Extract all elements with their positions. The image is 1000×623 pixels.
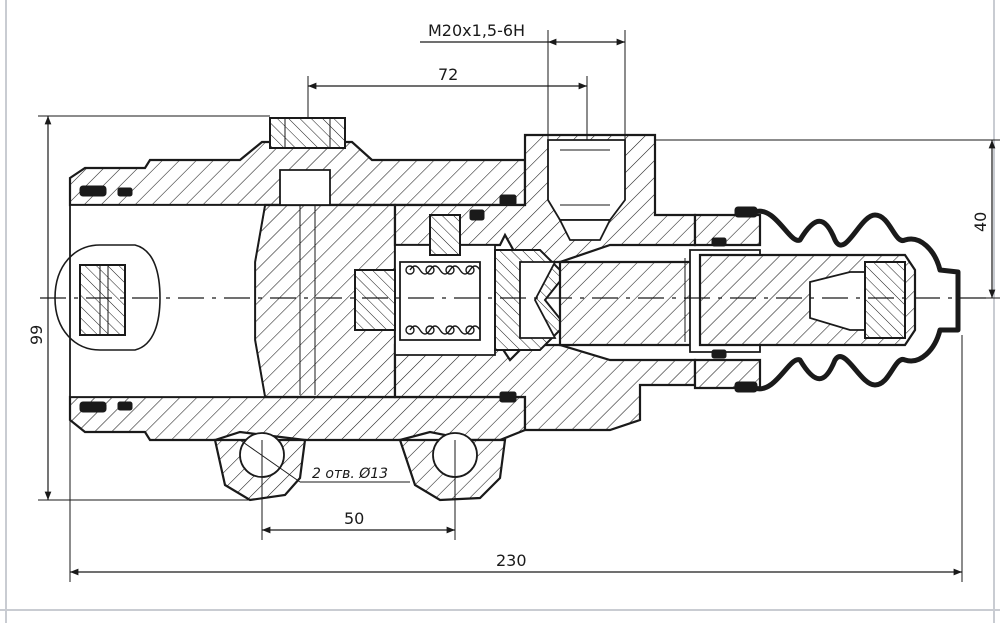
overall-length-label: 230 <box>496 551 527 570</box>
height-left-label: 99 <box>27 325 46 345</box>
port-spacing-label: 72 <box>438 65 458 84</box>
port-spacing-dimension: 72 <box>307 65 588 140</box>
overall-length-dimension: 230 <box>69 335 963 582</box>
second-piston <box>558 249 917 353</box>
valve-internals <box>354 214 567 356</box>
rubber-boot <box>754 208 961 392</box>
bleed-screw <box>269 117 346 395</box>
seals <box>79 185 758 413</box>
hole-spacing-label: 50 <box>344 509 364 528</box>
cylinder-housing <box>68 133 762 442</box>
hole-note: 2 отв. Ø13 <box>239 439 410 483</box>
height-left-dimension: 99 <box>27 115 270 501</box>
height-right-dimension: 40 <box>655 139 1000 299</box>
main-bore <box>69 204 267 398</box>
height-right-label: 40 <box>971 212 990 232</box>
pushrod-eye <box>54 244 161 351</box>
thread-dimension: M20x1,5-6H <box>420 21 626 140</box>
outlet-port <box>547 139 626 241</box>
hole-note-label: 2 отв. Ø13 <box>312 466 388 482</box>
valve-springs <box>405 265 481 335</box>
thread-label: M20x1,5-6H <box>428 21 525 40</box>
hole-spacing-dimension: 50 <box>261 440 456 540</box>
